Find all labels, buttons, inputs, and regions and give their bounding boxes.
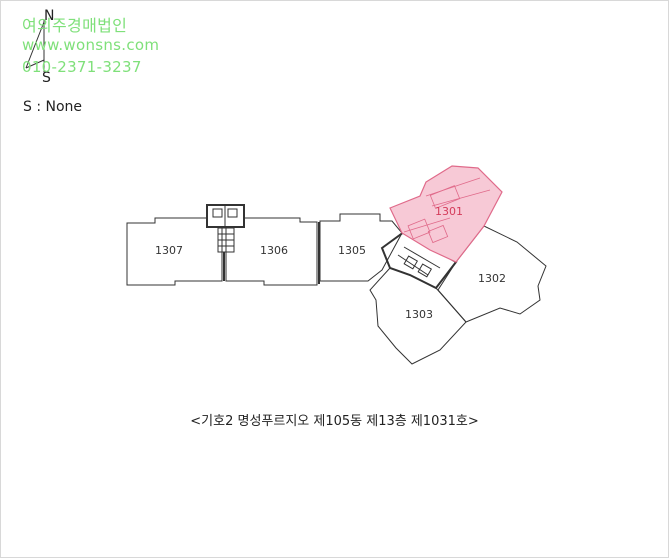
- unit-1301-highlight: [389, 165, 503, 263]
- unit-label-1302: 1302: [478, 272, 506, 285]
- watermark-url: www.wonsns.com: [22, 36, 160, 54]
- scale-text: S : None: [23, 99, 83, 115]
- compass-south-label: S: [42, 70, 51, 86]
- watermark-name: 여의주경매법인: [22, 16, 128, 35]
- plan-caption: <기호2 명성푸르지오 제105동 제13층 제1031호>: [190, 414, 479, 429]
- unit-label-1307: 1307: [155, 244, 183, 257]
- unit-label-1305: 1305: [338, 244, 366, 257]
- unit-label-1306: 1306: [260, 244, 288, 257]
- watermark-phone: 010-2371-3237: [22, 58, 142, 76]
- unit-1303-outline: [369, 267, 467, 365]
- unit-label-1303: 1303: [405, 308, 433, 321]
- unit-label-1301: 1301: [435, 205, 463, 218]
- compass-north-label: N: [44, 8, 55, 24]
- unit-1305-outline: [319, 213, 403, 282]
- compass-icon: [25, 20, 45, 72]
